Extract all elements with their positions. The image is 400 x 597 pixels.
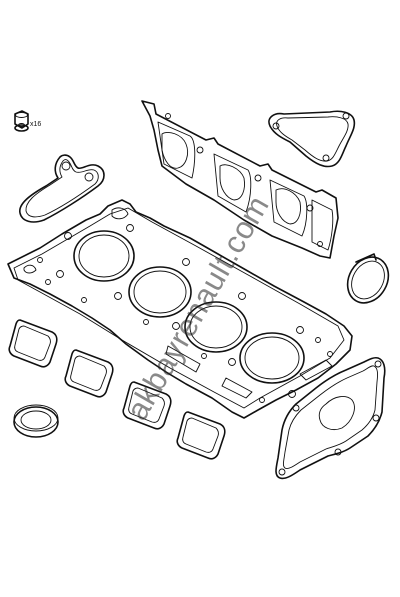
oil-seal-ring-icon: [13, 404, 59, 438]
timing-cover-gasket-icon: [275, 356, 386, 480]
thermostat-seal-icon: [19, 154, 105, 223]
water-pump-gasket-icon: [268, 110, 356, 168]
exhaust-manifold-gasket-icon: [141, 100, 339, 259]
cylinder-head-gasket-icon: [7, 199, 353, 419]
quantity-label: x16: [30, 121, 42, 128]
round-seal-ring-icon: [346, 253, 390, 304]
intake-port-gasket-icon: [8, 319, 226, 460]
bolt-seal-icon: [14, 110, 29, 132]
